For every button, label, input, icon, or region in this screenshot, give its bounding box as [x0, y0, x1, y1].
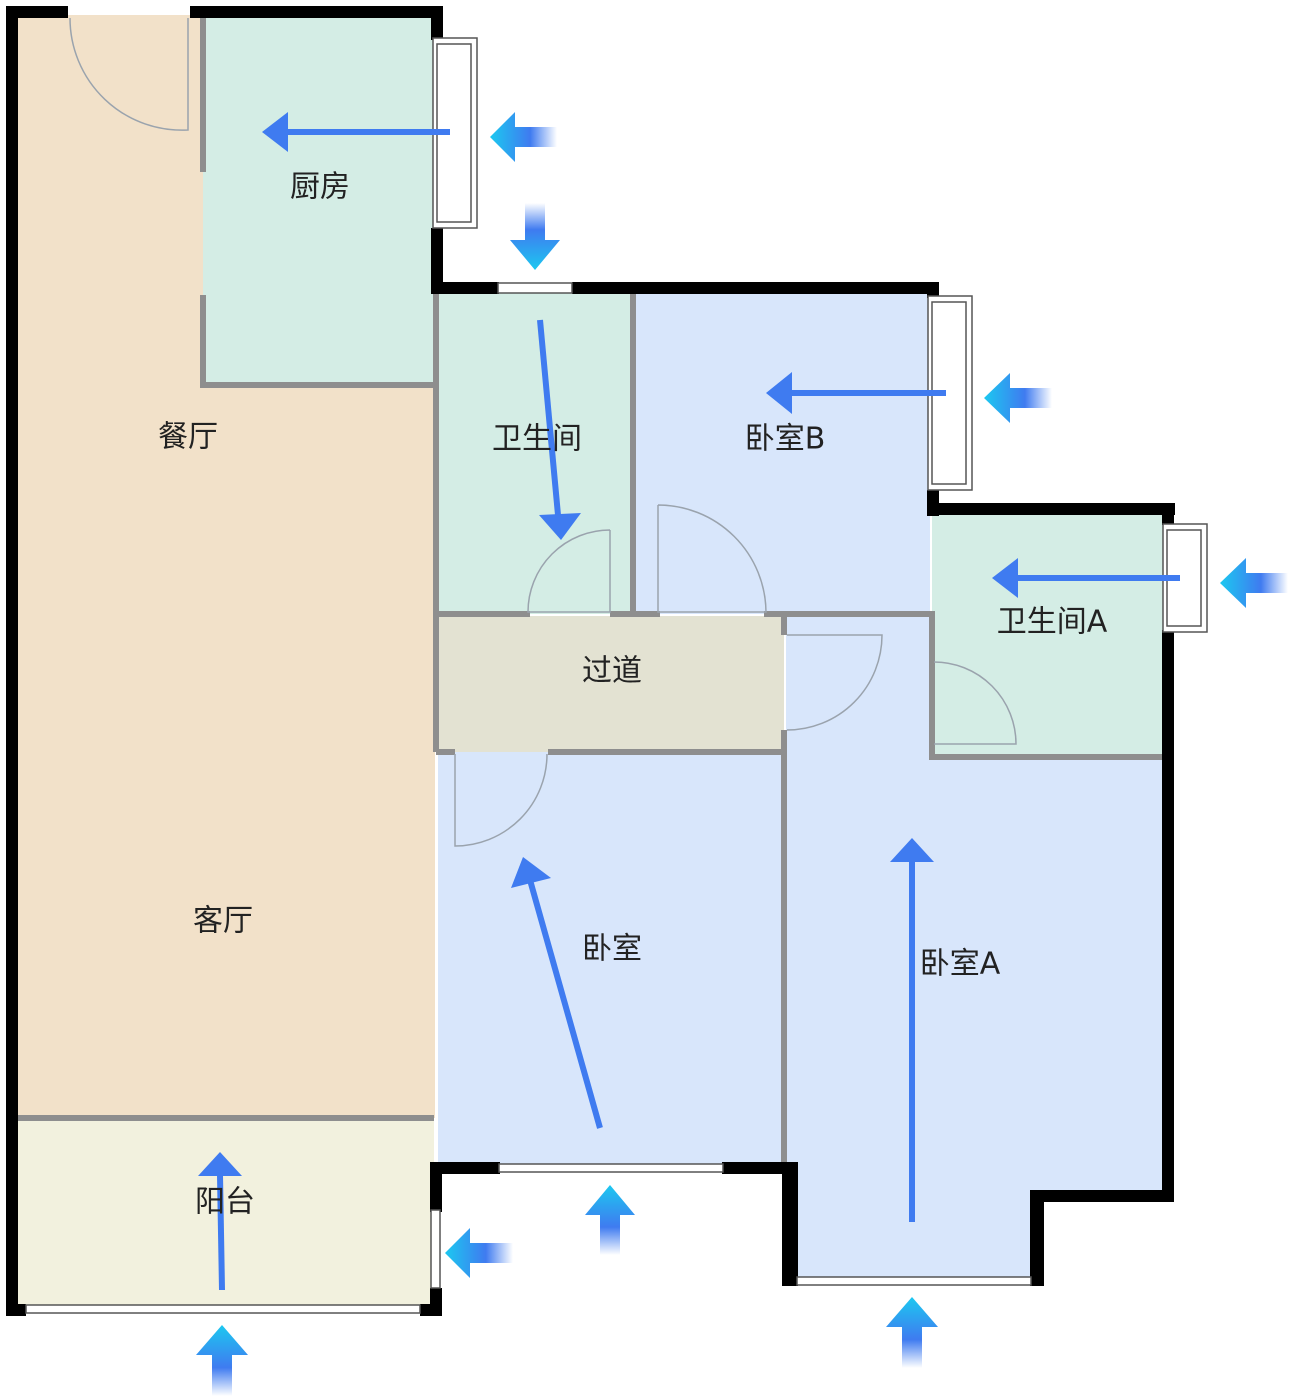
wind-arrow-bedroom-a-bottom-icon: [886, 1297, 938, 1368]
room-label-bathroom-a: 卫生间A: [997, 605, 1108, 640]
arrow-bathroom-a: [992, 558, 1180, 598]
interior-walls: [18, 15, 1163, 1166]
arrow-bathroom: [537, 319, 581, 540]
arrow-bedroom-a: [890, 838, 934, 1222]
arrow-bedroom-b: [766, 372, 946, 414]
room-bathroom-a: [932, 514, 1163, 758]
room-label-bedroom-a: 卧室A: [920, 947, 1001, 982]
arrow-bedroom: [511, 857, 603, 1129]
room-label-dining: 餐厅: [158, 420, 218, 455]
exterior-walls: [6, 6, 1175, 1316]
airflow-arrows: [198, 112, 1180, 1291]
wind-arrow-balcony-bottom-icon: [196, 1325, 248, 1396]
room-living-dining: [18, 15, 435, 1118]
room-label-bedroom: 卧室: [582, 932, 642, 967]
room-corridor: [438, 616, 784, 752]
arrow-kitchen: [262, 112, 450, 152]
wind-inlet-arrows: [196, 112, 1288, 1396]
room-label-living: 客厅: [193, 904, 253, 939]
room-bathroom: [438, 292, 633, 614]
room-balcony: [18, 1118, 434, 1308]
wind-arrow-balcony-side-icon: [445, 1228, 513, 1278]
doors: [69, 17, 1017, 847]
room-label-bedroom-b: 卧室B: [745, 422, 826, 457]
room-bedroom-a: [786, 616, 1163, 1282]
wind-arrow-kitchen-side-icon: [490, 112, 557, 162]
room-kitchen: [203, 15, 435, 385]
wind-arrow-bedroom-bottom-icon: [585, 1185, 635, 1255]
room-label-kitchen: 厨房: [290, 170, 350, 205]
wind-arrow-bathroom-a-icon: [1220, 558, 1288, 608]
wind-arrow-bathroom-top-icon: [510, 203, 560, 270]
wind-arrow-bedroom-b-icon: [984, 373, 1052, 423]
room-label-corridor: 过道: [582, 654, 642, 689]
room-bedroom-b: [633, 292, 930, 614]
arrow-balcony: [198, 1152, 242, 1291]
room-bedroom: [438, 752, 784, 1166]
room-label-balcony: 阳台: [195, 1185, 255, 1220]
room-label-bathroom: 卫生间: [492, 422, 582, 457]
